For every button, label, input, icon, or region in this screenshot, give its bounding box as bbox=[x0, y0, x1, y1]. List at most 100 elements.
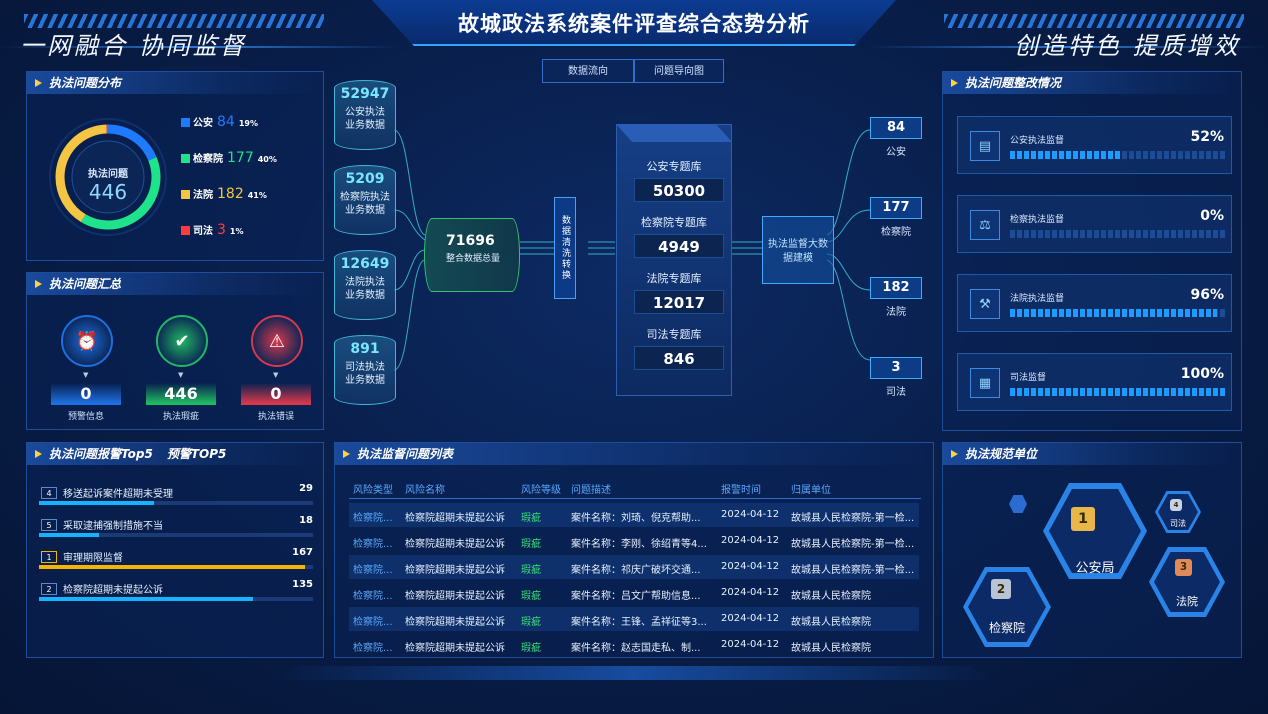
warehouse-top bbox=[616, 124, 732, 142]
rectification-pct: 96% bbox=[1190, 287, 1224, 303]
problem-donut-chart bbox=[49, 118, 167, 236]
unit-name[interactable]: 法院 bbox=[1176, 595, 1198, 608]
warehouse-value: 846 bbox=[634, 346, 724, 370]
top5-bar-fill bbox=[39, 597, 253, 601]
top5-bar-fill bbox=[39, 533, 100, 537]
top5-name: 审理期限监督 bbox=[63, 553, 123, 564]
rank-badge: 1 bbox=[41, 551, 57, 563]
rank-badge: 4 bbox=[41, 487, 57, 499]
column-header: 报警时间 bbox=[721, 485, 761, 496]
tab-alarm-top5[interactable]: 执法问题报警Top5 bbox=[49, 447, 153, 461]
column-header: 问题描述 bbox=[571, 485, 611, 496]
summary-label: 执法错误 bbox=[257, 412, 294, 422]
table-cell: 故城县人民检察院 bbox=[791, 617, 871, 628]
table-row[interactable]: 检察院...检察院超期未提起公诉瑕疵案件名称：吕文广帮助信息...2024-04… bbox=[349, 581, 919, 605]
table-cell: 检察院超期未提起公诉 bbox=[405, 617, 505, 628]
tab-data-flow[interactable]: 数据流向 bbox=[542, 59, 634, 83]
table-cell: 瑕疵 bbox=[521, 643, 541, 654]
summary-label: 执法瑕疵 bbox=[162, 412, 199, 422]
table-cell: 案件名称：李刚、徐绍青等4... bbox=[571, 539, 707, 550]
title-banner bbox=[372, 0, 896, 46]
top5-value: 135 bbox=[292, 579, 313, 590]
tab-problem-map[interactable]: 问题导向图 bbox=[634, 59, 724, 83]
panel-title: 执法问题分布 bbox=[27, 72, 323, 94]
rank-medal-icon: 4 bbox=[1170, 499, 1182, 511]
output-label: 司法 bbox=[886, 387, 906, 398]
table-cell: 检察院... bbox=[353, 539, 393, 550]
legend-swatch bbox=[181, 118, 190, 127]
table-cell: 案件名称：赵志国走私、制... bbox=[571, 643, 701, 654]
file-icon: ▦ bbox=[970, 368, 1000, 398]
table-cell: 检察院超期未提起公诉 bbox=[405, 513, 505, 524]
unit-name[interactable]: 检察院 bbox=[988, 621, 1025, 635]
gavel-icon: ⚒ bbox=[970, 289, 1000, 319]
table-row[interactable]: 检察院...检察院超期未提起公诉瑕疵案件名称：刘琦、倪克帮助...2024-04… bbox=[349, 503, 919, 527]
table-cell: 故城县人民检察院-第一检... bbox=[791, 513, 915, 524]
summary-badge: ⚠ bbox=[251, 315, 303, 367]
warehouse-value: 12017 bbox=[634, 290, 724, 314]
legend-value: 84 bbox=[217, 114, 235, 130]
rectification-pct: 100% bbox=[1180, 366, 1224, 382]
column-header: 风险名称 bbox=[405, 485, 445, 496]
table-cell: 故城县人民检察院-第一检... bbox=[791, 539, 915, 550]
source-label-line2: 业务数据 bbox=[345, 290, 385, 301]
warehouse-label: 公安专题库 bbox=[646, 160, 702, 173]
table-cell: 故城县人民检察院-第一检... bbox=[791, 565, 915, 576]
summary-label: 预警信息 bbox=[67, 412, 104, 422]
total-data-cylinder bbox=[424, 218, 520, 292]
unit-name[interactable]: 司法 bbox=[1170, 519, 1186, 528]
warehouse-value: 50300 bbox=[634, 178, 724, 202]
unit-name[interactable]: 公安局 bbox=[1075, 561, 1115, 576]
table-cell: 2024-04-12 bbox=[721, 613, 780, 624]
output-label: 法院 bbox=[886, 307, 906, 318]
source-value: 891 bbox=[350, 341, 380, 357]
donut-segment-3 bbox=[55, 124, 161, 230]
chevron-down-icon: ▼ bbox=[178, 371, 184, 379]
warehouse-label: 司法专题库 bbox=[646, 328, 702, 341]
source-label-line1: 司法执法 bbox=[345, 362, 385, 373]
slogan-left: 一网融合 协同监督 bbox=[20, 32, 247, 60]
legend-swatch bbox=[181, 154, 190, 163]
table-cell: 瑕疵 bbox=[521, 513, 541, 524]
table-row[interactable]: 检察院...检察院超期未提起公诉瑕疵案件名称：王锋、孟祥征等3...2024-0… bbox=[349, 607, 919, 631]
table-cell: 案件名称：祁庆广破坏交通... bbox=[571, 565, 701, 576]
legend-name: 检察院 bbox=[193, 154, 223, 165]
total-data-value: 71696 bbox=[446, 233, 495, 249]
table-header: 风险类型风险名称风险等级问题描述报警时间归属单位 bbox=[349, 481, 921, 499]
column-header: 归属单位 bbox=[791, 485, 831, 496]
table-row[interactable]: 检察院...检察院超期未提起公诉瑕疵案件名称：李刚、徐绍青等4...2024-0… bbox=[349, 529, 919, 553]
rectification-progress-fill bbox=[1010, 309, 1218, 317]
donut-segment-1 bbox=[55, 124, 161, 230]
legend-pct: 19% bbox=[238, 119, 258, 128]
model-box bbox=[762, 216, 834, 284]
table-cell: 瑕疵 bbox=[521, 617, 541, 628]
table-cell: 故城县人民检察院 bbox=[791, 643, 871, 654]
table-row[interactable]: 检察院...检察院超期未提起公诉瑕疵案件名称：祁庆广破坏交通...2024-04… bbox=[349, 555, 919, 579]
rectification-card[interactable]: ⚒ 法院执法监督 96% bbox=[957, 274, 1232, 332]
document-icon: ▤ bbox=[970, 131, 1000, 161]
top5-name: 采取逮捕强制措施不当 bbox=[63, 521, 163, 532]
bottom-decoration bbox=[270, 666, 998, 680]
table-cell: 案件名称：吕文广帮助信息... bbox=[571, 591, 701, 602]
supervision-list-panel: 执法监督问题列表 风险类型风险名称风险等级问题描述报警时间归属单位 检察院...… bbox=[334, 442, 934, 658]
source-label-line1: 检察院执法 bbox=[340, 192, 390, 203]
top5-value: 18 bbox=[299, 515, 313, 526]
tab-warning-top5[interactable]: 预警TOP5 bbox=[166, 447, 227, 461]
source-label: 司法执法业务数据 bbox=[335, 361, 395, 387]
model-label: 执法监督大数据建模 bbox=[768, 239, 828, 264]
header-line-right bbox=[868, 46, 1268, 48]
panel-title: 执法问题报警Top5 预警TOP5 bbox=[27, 443, 323, 465]
table-cell: 检察院超期未提起公诉 bbox=[405, 539, 505, 550]
rectification-pct: 52% bbox=[1190, 129, 1224, 145]
table-cell: 检察院超期未提起公诉 bbox=[405, 643, 505, 654]
rectification-label: 法院执法监督 bbox=[1010, 294, 1065, 304]
table-row[interactable]: 检察院...检察院超期未提起公诉瑕疵案件名称：赵志国走私、制...2024-04… bbox=[349, 633, 919, 657]
